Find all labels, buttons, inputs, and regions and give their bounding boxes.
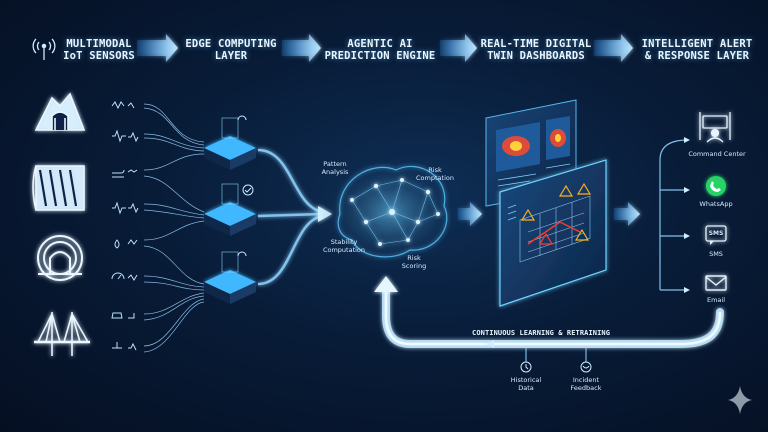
- ai-label-stability-computation: Stability Computation: [322, 238, 366, 254]
- ai-label-risk-comptation: Risk Comptation: [416, 166, 454, 182]
- ai-label-risk-scoring: Risk Scoring: [401, 254, 427, 270]
- loop-direction-arrow: [486, 340, 494, 348]
- loop-input-incident-feedback: Incident Feedback: [570, 376, 602, 392]
- waveform-icon-2: [112, 201, 126, 215]
- edge-to-ai-flow: [257, 148, 323, 286]
- sensor-glyphs: [111, 101, 139, 351]
- ai-label-pattern-analysis: Pattern Analysis: [321, 160, 349, 176]
- sparkle-icon: [728, 386, 752, 414]
- header-arrow-1: [137, 34, 178, 62]
- header-arrow-3: [440, 34, 477, 62]
- sms-icon-frame: [705, 225, 727, 245]
- mine-icon: [34, 92, 86, 131]
- tilt-icon: [112, 342, 122, 349]
- stage-title-dashboards: REAL-TIME DIGITAL TWIN DASHBOARDS: [480, 38, 592, 62]
- sensor-lines: [143, 103, 205, 353]
- edge-node-3: [204, 251, 256, 304]
- brain-network-icon: [337, 165, 448, 258]
- alert-fanout-lines: [659, 139, 689, 291]
- dam-icon: [32, 165, 85, 211]
- header-arrow-2: [282, 34, 321, 62]
- weight-icon: [111, 312, 123, 319]
- feedback-loop-arrowhead: [374, 276, 398, 292]
- dashboard-panel-main: [499, 159, 607, 307]
- channel-label-sms: SMS: [709, 250, 723, 258]
- channel-label-email: Email: [706, 296, 726, 304]
- dashboard-to-alert-arrow: [614, 202, 640, 226]
- bridge-icon: [34, 312, 90, 356]
- alert-arrowheads: [684, 137, 690, 293]
- stage-title-ai: AGENTIC AI PREDICTION ENGINE: [324, 38, 436, 62]
- water-drop-icon: [114, 239, 120, 249]
- feedback-loop: [382, 286, 724, 348]
- email-icon: [705, 275, 727, 291]
- antenna-icon: [32, 38, 56, 60]
- edge-node-2: [204, 183, 256, 236]
- whatsapp-icon: [706, 176, 726, 196]
- loop-input-lines: [525, 348, 587, 362]
- command-center-icon: [699, 112, 731, 143]
- stage-title-edge: EDGE COMPUTING LAYER: [185, 38, 277, 62]
- ai-to-dashboard-arrow: [458, 202, 482, 226]
- channel-label-command-center: Command Center: [688, 150, 746, 158]
- gauge-icon: [111, 272, 125, 280]
- channel-label-whatsapp: WhatsApp: [699, 200, 733, 208]
- sms-icon: SMS: [708, 230, 724, 237]
- loop-input-historical-data: Historical Data: [510, 376, 542, 392]
- wind-icon: [112, 169, 125, 178]
- tunnel-icon: [37, 235, 83, 281]
- history-icon: [520, 361, 532, 373]
- warning-icons: [520, 182, 592, 245]
- vibration-icon: [111, 101, 125, 110]
- feedback-icon: [580, 361, 592, 373]
- stage-title-sensors: MULTIMODAL IoT SENSORS: [63, 38, 135, 62]
- waveform-icon: [112, 129, 126, 143]
- edge-node-1: [204, 115, 256, 170]
- stage-title-alerts: INTELLIGENT ALERT & RESPONSE LAYER: [641, 38, 753, 62]
- loop-title: CONTINUOUS LEARNING & RETRAINING: [472, 329, 611, 337]
- dashboard-panel-top: [485, 99, 577, 207]
- header-arrow-4: [594, 34, 633, 62]
- header-arrows: [137, 34, 633, 62]
